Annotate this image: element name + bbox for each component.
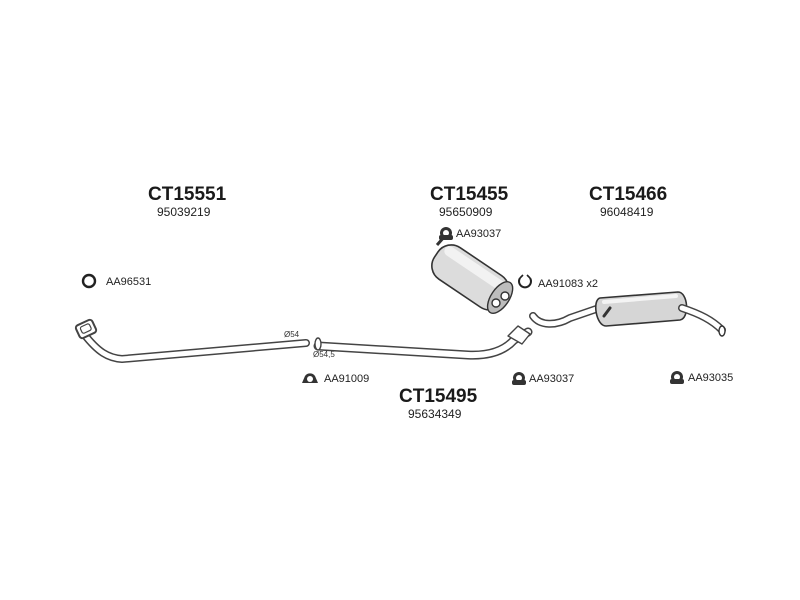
- accessory-label-hanger-middle-top: AA93037: [456, 228, 502, 240]
- part-code-rear-silencer: CT15466: [589, 184, 668, 205]
- hanger-icon: [439, 227, 453, 240]
- part-code-middle-pipe: CT15495: [399, 386, 478, 407]
- part-code-front-pipe: CT15551: [148, 184, 227, 205]
- rear-silencer-drawing: [529, 291, 726, 337]
- oem-number-front-pipe: 95039219: [157, 205, 211, 219]
- part-code-middle-silencer: CT15455: [430, 184, 509, 205]
- front-pipe-drawing: [74, 318, 310, 363]
- accessory-label-clamp-middle: AA91083 x2: [538, 278, 598, 290]
- oem-number-middle-silencer: 95650909: [439, 205, 493, 219]
- hanger-icon: [512, 372, 526, 385]
- ring-gasket-icon: [81, 273, 97, 289]
- accessory-label-clamp-joint: AA91009: [324, 373, 370, 385]
- dimension-label-front-outlet: Ø54: [284, 330, 300, 339]
- dimension-label-middle-inlet: Ø54,5: [313, 350, 335, 359]
- hanger-icon: [670, 371, 684, 384]
- oem-number-middle-pipe: 95634349: [408, 407, 462, 421]
- joint-clamp-icon: [302, 373, 318, 383]
- accessory-label-hanger-rear: AA93035: [688, 372, 734, 384]
- accessory-label-ring-gasket: AA96531: [106, 276, 152, 288]
- accessory-label-hanger-middle-bottom: AA93037: [529, 373, 575, 385]
- middle-pipe-drawing: [313, 325, 533, 360]
- middle-silencer-drawing: [431, 235, 514, 314]
- oem-number-rear-silencer: 96048419: [600, 205, 654, 219]
- clamp-icon: [518, 274, 532, 289]
